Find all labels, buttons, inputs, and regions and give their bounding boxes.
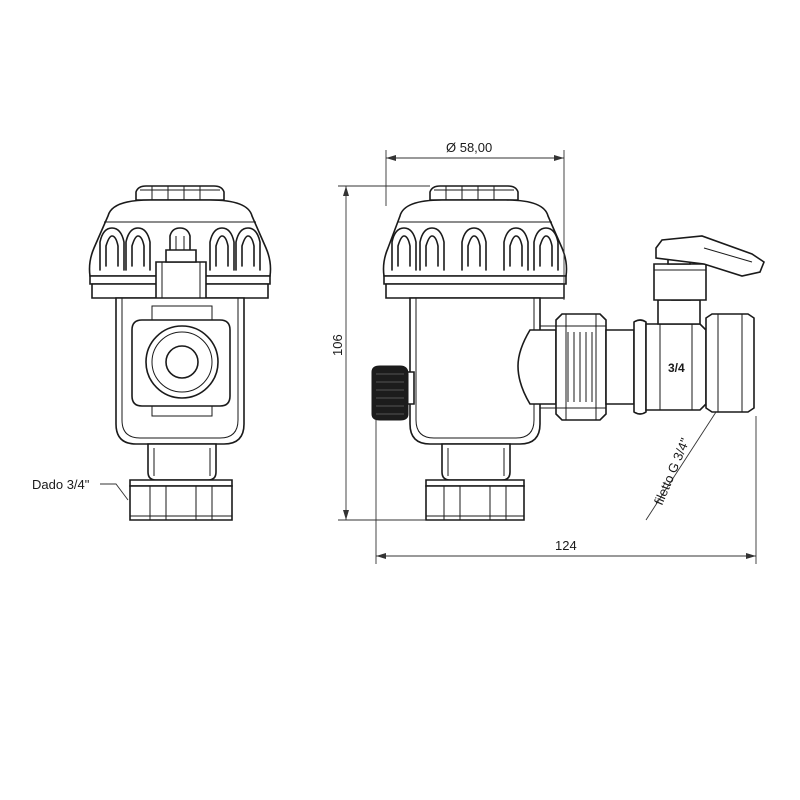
front-bottom-nut xyxy=(129,443,233,521)
front-body xyxy=(115,297,245,445)
thread-callout: filetto G 3/4" xyxy=(645,411,717,521)
side-body xyxy=(409,297,557,445)
drain-knob xyxy=(371,365,415,421)
dado-leader xyxy=(100,483,129,501)
dimension-height: 106 xyxy=(330,185,430,521)
front-rim xyxy=(89,249,271,301)
side-cap-knob xyxy=(429,185,519,201)
width-label: 124 xyxy=(555,538,577,553)
dimension-width: 124 xyxy=(375,416,757,564)
ball-valve: 3/4 xyxy=(633,235,765,415)
union-nut xyxy=(555,313,635,421)
side-bottom-nut xyxy=(425,443,525,521)
valve-marking: 3/4 xyxy=(668,361,685,375)
side-view: 3/4 xyxy=(371,185,765,521)
front-cap-knob xyxy=(135,185,225,201)
diameter-label: Ø 58,00 xyxy=(446,140,492,155)
dado-label: Dado 3/4" xyxy=(32,477,90,492)
dimension-diameter: Ø 58,00 xyxy=(385,140,565,300)
height-label: 106 xyxy=(330,334,345,356)
side-cap-dome xyxy=(382,199,568,277)
thread-label: filetto G 3/4" xyxy=(651,436,693,508)
front-view: Dado 3/4" xyxy=(32,185,272,521)
side-rim xyxy=(383,275,567,299)
